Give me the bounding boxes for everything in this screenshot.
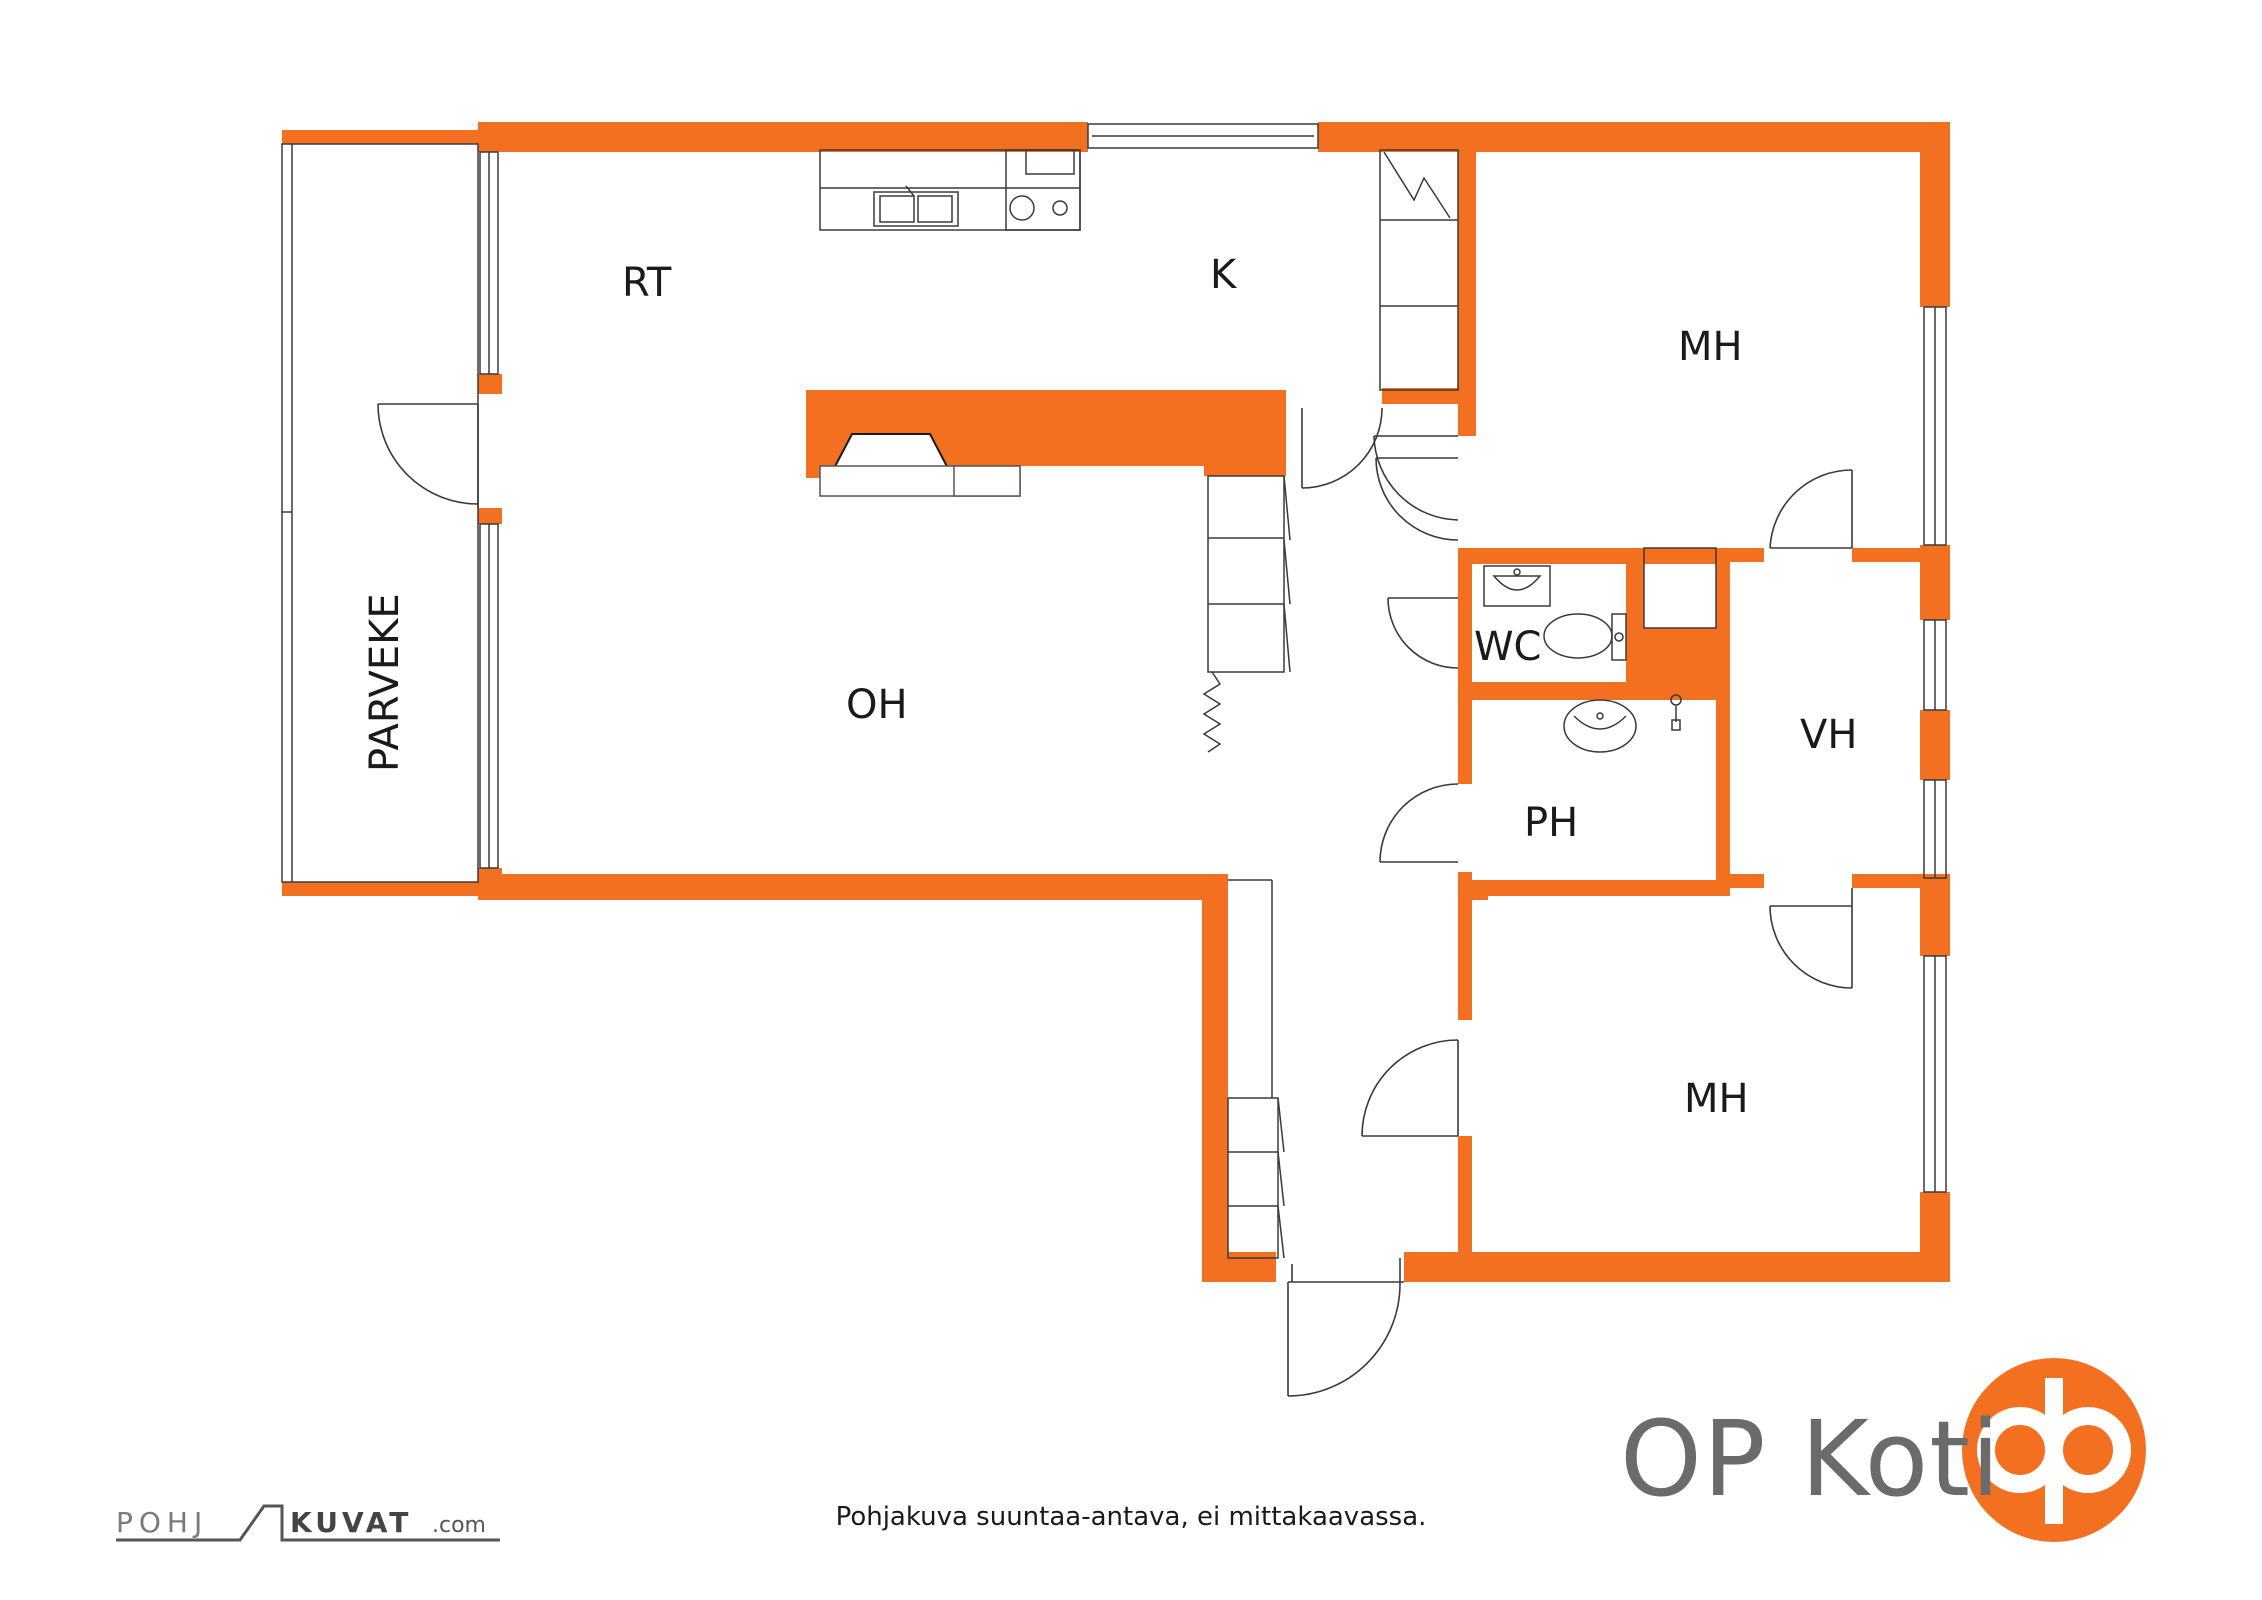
room-label-mh-top: MH (1678, 324, 1743, 370)
fireplace (819, 433, 1021, 497)
room-label-rt: RT (622, 260, 672, 306)
room-label-vh: VH (1800, 712, 1857, 758)
doors (377, 403, 1853, 1397)
fixtures (281, 123, 1947, 1259)
room-label-ph: PH (1524, 800, 1578, 846)
room-label-k: K (1210, 252, 1238, 298)
room-label-parveke: PARVEKE (362, 593, 408, 772)
brand-name: OP Koti (1620, 1398, 2001, 1520)
walls (282, 122, 1950, 1282)
room-label-wc: WC (1474, 624, 1541, 670)
pohjakuvat-logo-icon: POHJ KUVAT .com (116, 1504, 500, 1542)
room-label-oh: OH (846, 682, 908, 728)
op-logo-icon (1962, 1358, 2146, 1542)
credit-text-left: POHJ (116, 1506, 208, 1539)
credit-text-right: KUVAT (290, 1506, 412, 1539)
room-label-mh-bottom: MH (1684, 1076, 1749, 1122)
credit-suffix: .com (432, 1513, 486, 1538)
disclaimer-caption: Pohjakuva suuntaa-antava, ei mittakaavas… (835, 1502, 1427, 1532)
